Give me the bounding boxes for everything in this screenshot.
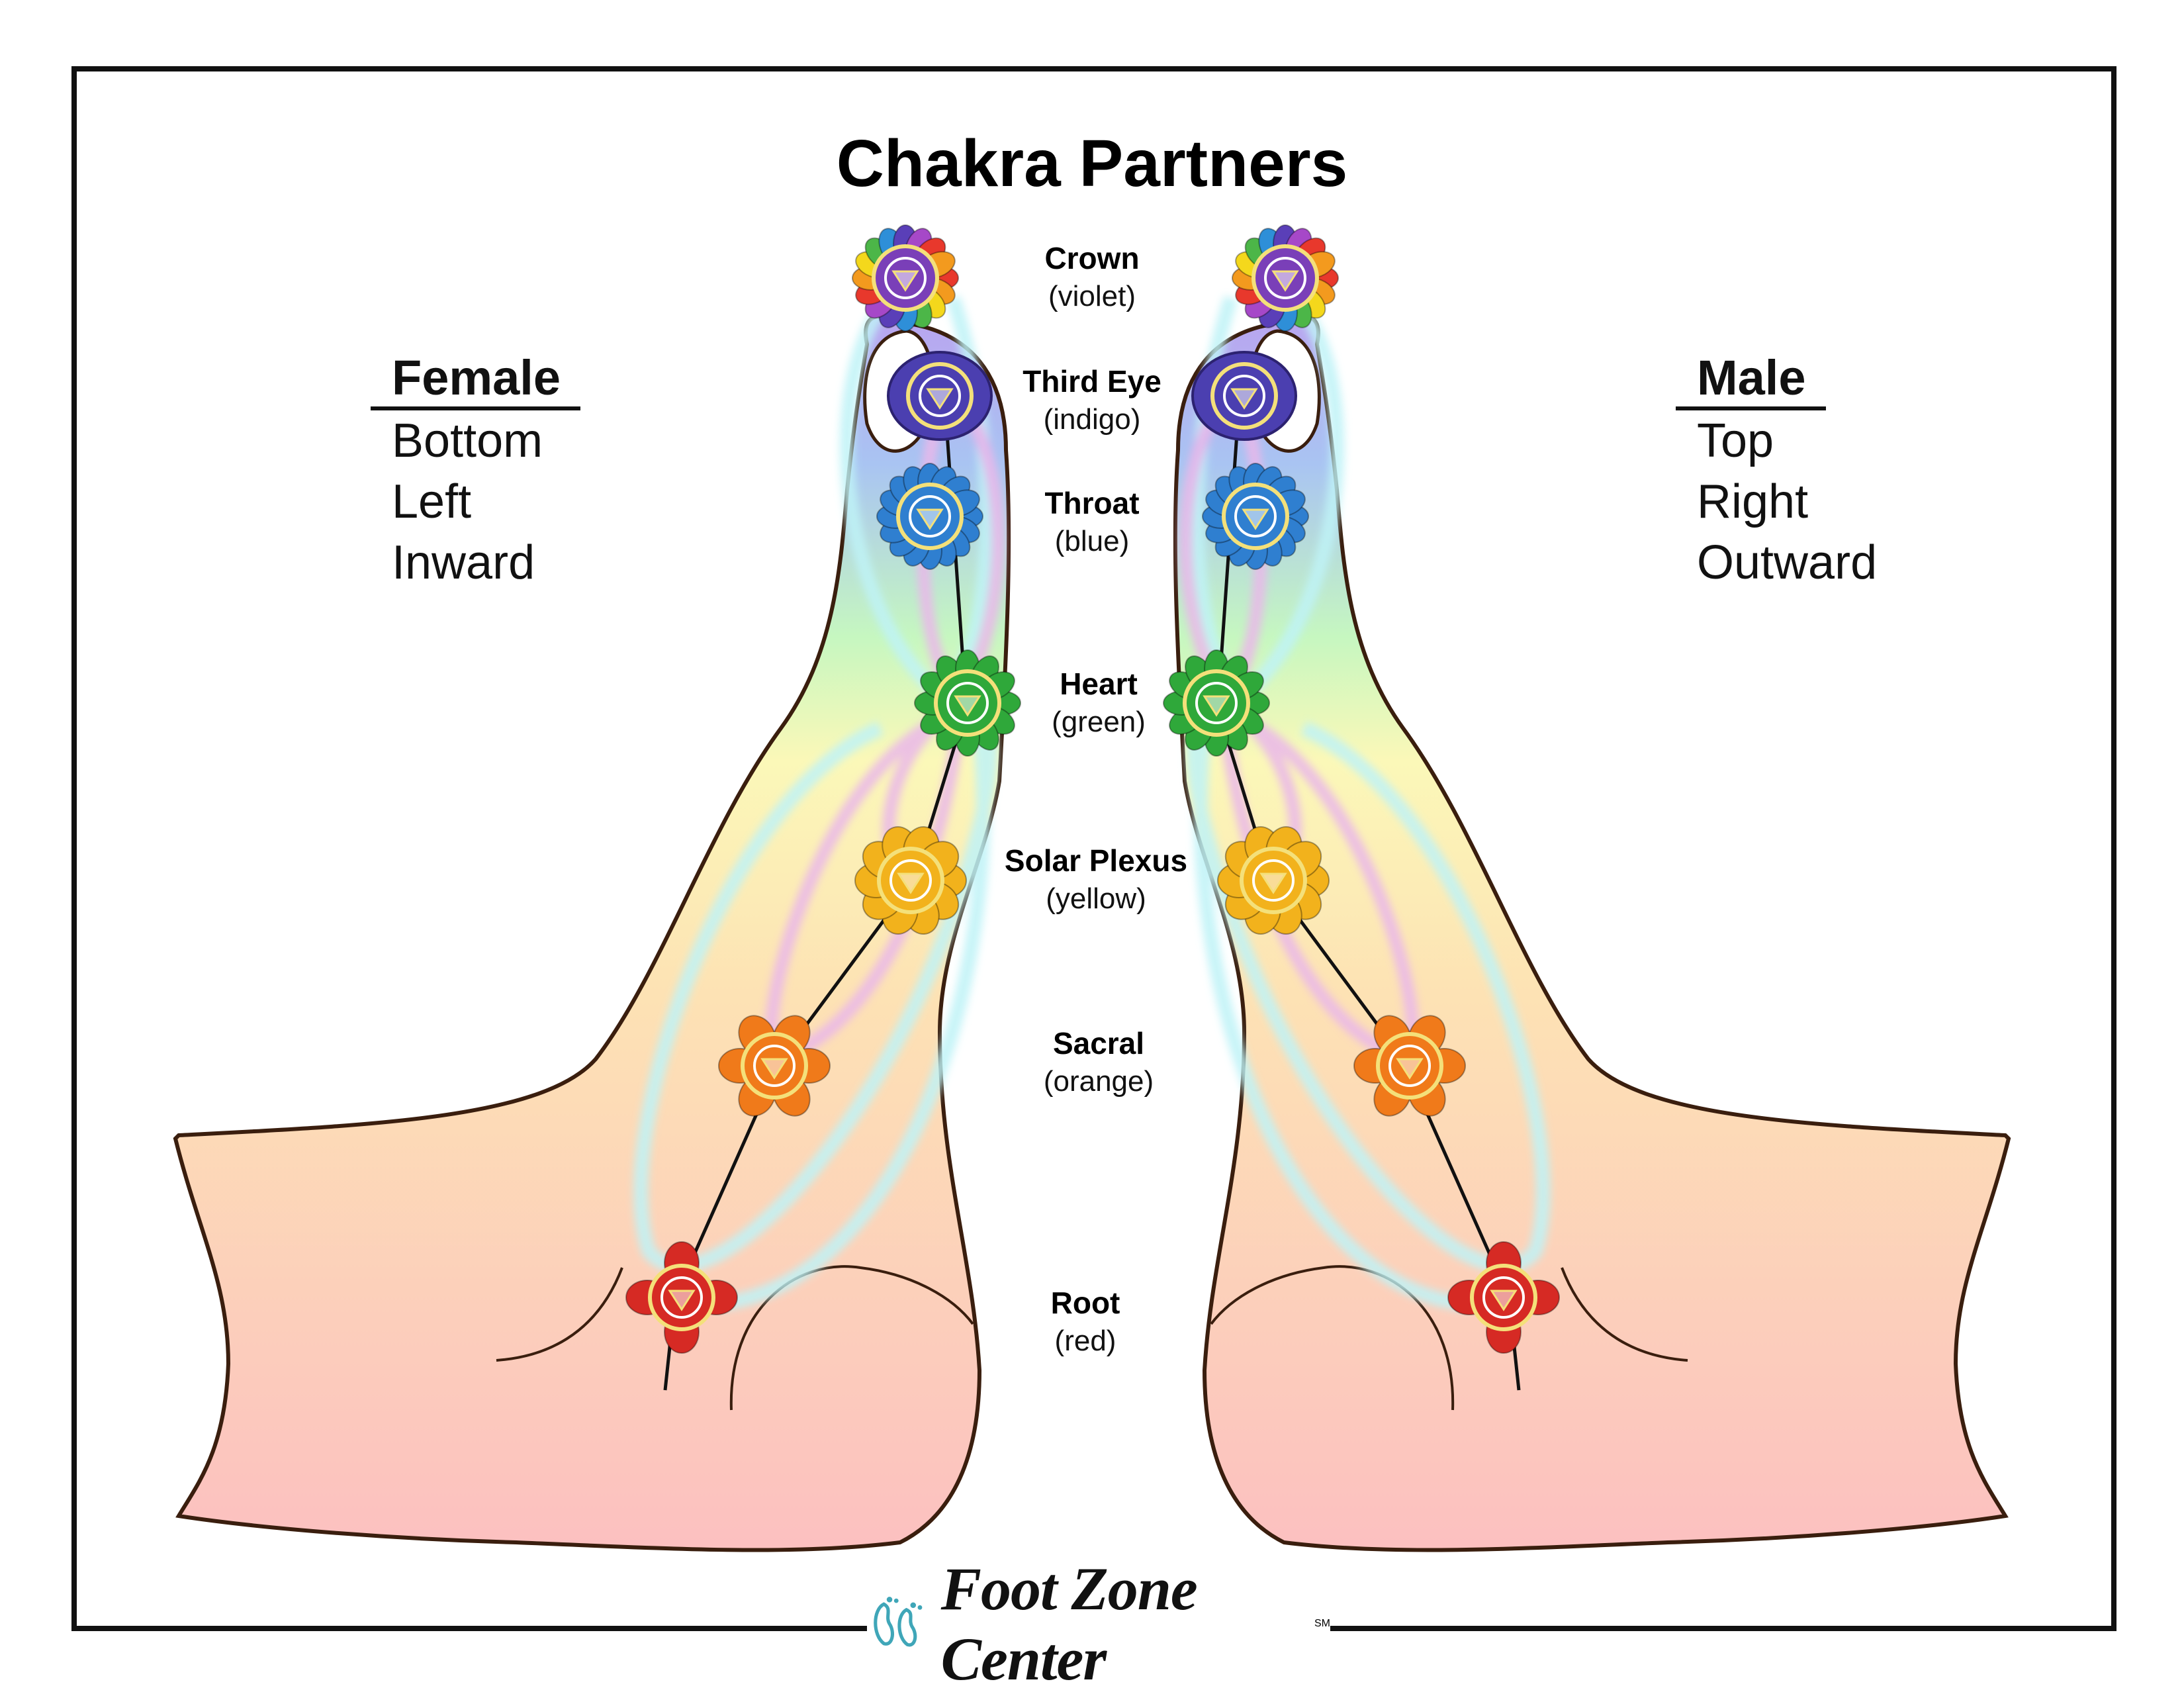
male-item-outward: Outward [1697, 536, 1878, 589]
chakra-color: (yellow) [1046, 882, 1146, 915]
chakra-name: Heart [1060, 667, 1138, 701]
footprint-logo-icon [874, 1597, 923, 1647]
left-solar-plexus-chakra-icon [854, 826, 967, 935]
chakra-name: Root [1050, 1286, 1120, 1320]
right-sacral-chakra-icon [1353, 1015, 1466, 1117]
chakra-label-sacral: Sacral (orange) [979, 1025, 1218, 1102]
chakra-name: Third Eye [1023, 364, 1161, 399]
right-heel-crease-2 [1210, 1265, 1455, 1411]
left-root-chakra-icon [625, 1241, 738, 1354]
male-item-top: Top [1697, 414, 1774, 467]
female-item-bottom: Bottom [392, 414, 543, 467]
left-third-eye-chakra-icon [887, 351, 993, 441]
female-legend: Female Bottom Left Inward [371, 350, 581, 593]
male-item-right: Right [1697, 475, 1809, 528]
chakra-color: (green) [1052, 706, 1146, 738]
female-heading: Female [371, 350, 581, 410]
chakra-label-heart: Heart (green) [979, 665, 1218, 742]
chakra-label-crown: Crown (violet) [973, 240, 1211, 316]
right-heart-chakra-icon [1163, 649, 1270, 757]
right-heel-crease-1 [1561, 1267, 1688, 1362]
left-heel-crease-2 [729, 1265, 974, 1411]
left-heart-chakra-icon [914, 649, 1021, 757]
chakra-label-solar-plexus: Solar Plexus (yellow) [977, 842, 1215, 919]
left-heel-crease-1 [496, 1267, 623, 1362]
chakra-color: (red) [1054, 1325, 1116, 1357]
chakra-color: (blue) [1054, 525, 1130, 557]
right-crown-chakra-icon [1232, 224, 1339, 332]
right-throat-chakra-icon [1202, 463, 1309, 570]
chakra-name: Crown [1044, 241, 1140, 275]
chakra-color: (indigo) [1043, 403, 1141, 436]
female-item-left: Left [392, 475, 472, 528]
left-sacral-chakra-icon [718, 1015, 831, 1117]
right-solar-plexus-chakra-icon [1217, 826, 1330, 935]
page-title: Chakra Partners [836, 126, 1348, 201]
brand-service-mark: SM [1314, 1618, 1330, 1629]
chakra-name: Sacral [1052, 1026, 1145, 1060]
female-item-inward: Inward [392, 536, 535, 589]
chakra-name: Throat [1044, 486, 1140, 520]
chakra-label-throat: Throat (blue) [973, 485, 1211, 561]
chakra-color: (violet) [1048, 280, 1136, 312]
brand-name: Foot Zone Center [940, 1555, 1198, 1693]
brand-logo: Foot Zone Center SM [867, 1555, 1330, 1693]
chakra-label-root: Root (red) [966, 1284, 1205, 1361]
right-root-chakra-icon [1447, 1241, 1560, 1354]
male-legend: Male Top Right Outward [1676, 350, 1878, 593]
right-third-eye-chakra-icon [1191, 351, 1297, 441]
chakra-name: Solar Plexus [1004, 843, 1188, 878]
left-crown-chakra-icon [852, 224, 959, 332]
chakra-label-third-eye: Third Eye (indigo) [973, 363, 1211, 440]
male-heading: Male [1676, 350, 1826, 410]
left-throat-chakra-icon [876, 463, 983, 570]
chakra-color: (orange) [1043, 1065, 1154, 1098]
